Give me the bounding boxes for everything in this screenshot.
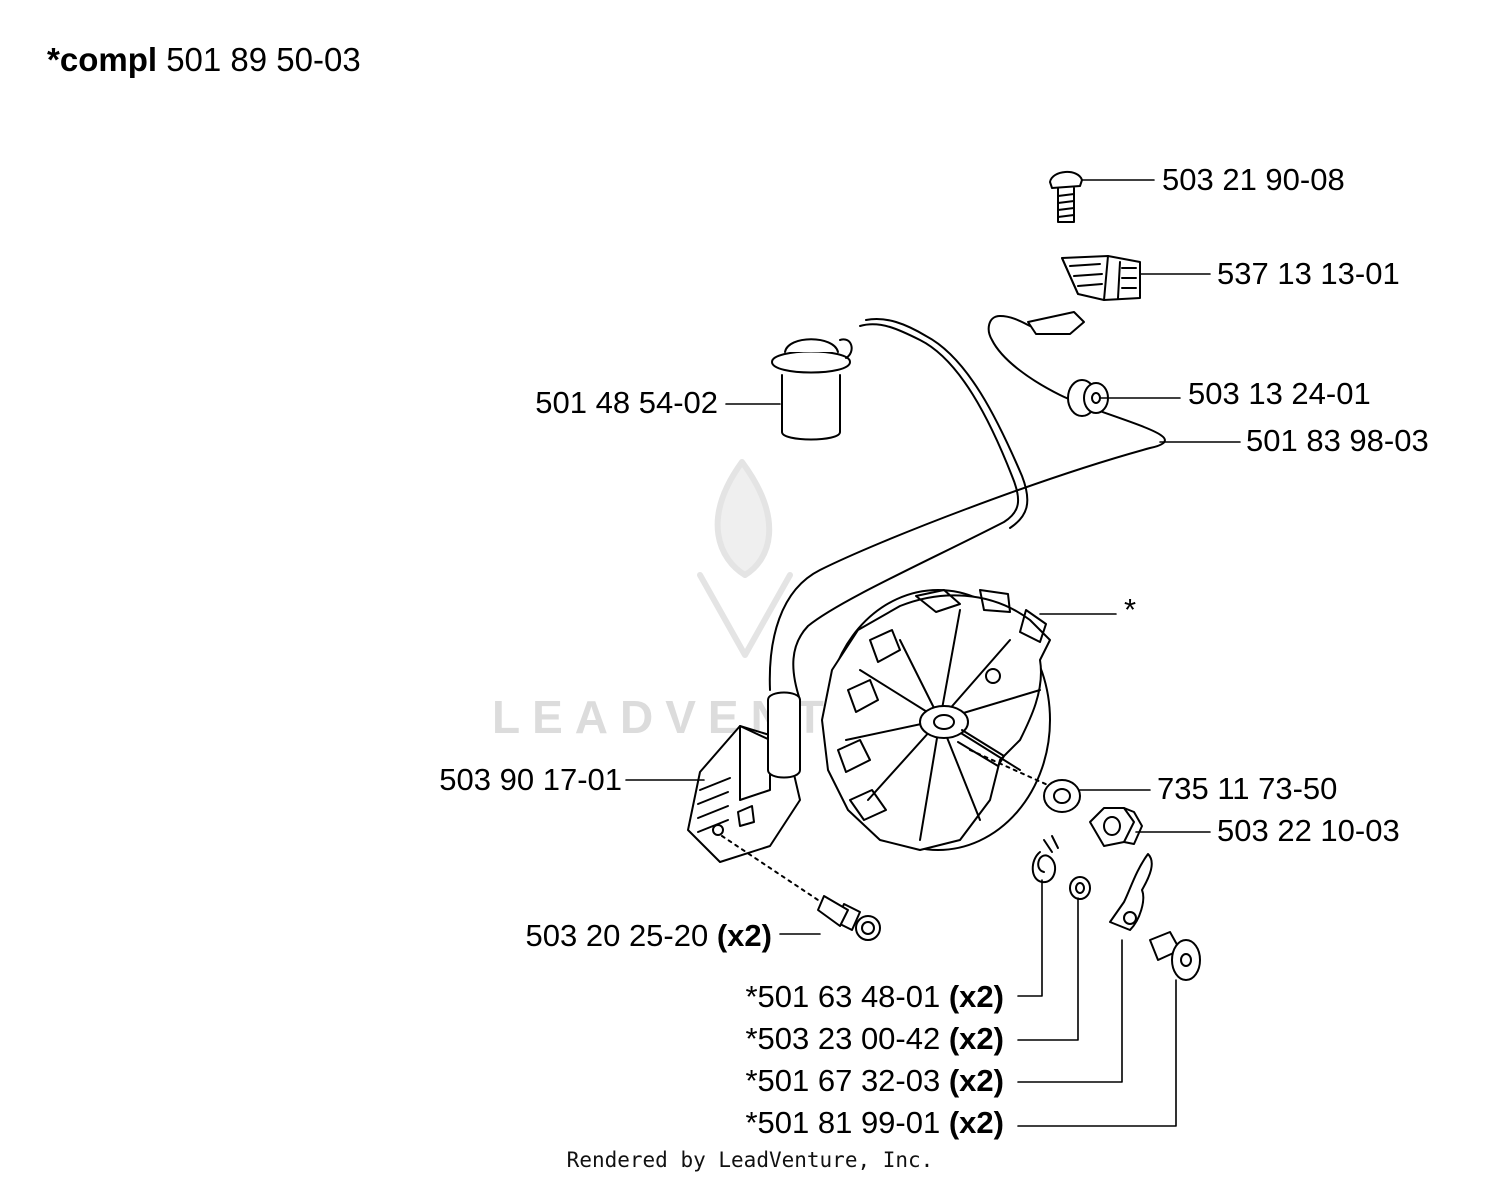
part-number: *501 63 48-01 — [745, 979, 941, 1014]
part-quantity: (x2) — [948, 1063, 1004, 1098]
part-number: 503 90 17-01 — [439, 762, 622, 797]
bolt-icon[interactable] — [721, 835, 881, 941]
part-number: *503 23 00-42 — [745, 1021, 941, 1056]
spark-plug-cap-icon[interactable] — [771, 338, 853, 441]
leader-lines — [625, 179, 1241, 1127]
small-washer-icon[interactable] — [1069, 876, 1091, 900]
part-label[interactable]: 501 83 98-03 — [1246, 423, 1429, 459]
part-number: 503 21 90-08 — [1162, 162, 1345, 197]
part-label[interactable]: 501 48 54-02 — [470, 385, 718, 421]
grommet-icon[interactable] — [1067, 379, 1109, 417]
assembly-part-number: 501 89 50-03 — [166, 41, 361, 78]
part-label[interactable]: *501 81 99-01 (x2) — [640, 1105, 1004, 1141]
part-quantity: (x2) — [948, 1105, 1004, 1140]
part-label[interactable]: 503 21 90-08 — [1162, 162, 1345, 198]
part-number: *501 67 32-03 — [745, 1063, 941, 1098]
pawl-icon[interactable] — [1109, 853, 1153, 931]
part-label[interactable]: 503 13 24-01 — [1188, 376, 1371, 412]
part-number: * — [1124, 592, 1137, 627]
screw-icon[interactable] — [1049, 171, 1083, 223]
washer-icon[interactable] — [969, 749, 1081, 813]
part-label[interactable]: *501 63 48-01 (x2) — [640, 979, 1004, 1015]
nut-icon[interactable] — [1089, 807, 1143, 847]
watermark-logo — [697, 459, 793, 658]
part-number: 503 22 10-03 — [1217, 813, 1400, 848]
part-number: 503 20 25-20 — [525, 918, 709, 953]
assembly-title: *compl 501 89 50-03 — [47, 40, 361, 80]
part-number: *501 81 99-01 — [745, 1105, 941, 1140]
part-label[interactable]: 735 11 73-50 — [1157, 771, 1337, 807]
part-label[interactable]: 537 13 13-01 — [1217, 256, 1400, 292]
part-label[interactable]: *501 67 32-03 (x2) — [640, 1063, 1004, 1099]
part-label[interactable]: 503 22 10-03 — [1217, 813, 1400, 849]
part-number: 537 13 13-01 — [1217, 256, 1400, 291]
part-number: 735 11 73-50 — [1157, 771, 1338, 806]
switch-icon[interactable] — [1061, 255, 1141, 301]
spring-icon[interactable] — [1031, 835, 1059, 884]
ignition-module-icon[interactable] — [687, 691, 801, 863]
footer-credit: Rendered by LeadVenture, Inc. — [566, 1148, 934, 1172]
part-quantity: (x2) — [716, 918, 772, 953]
part-label[interactable]: 503 90 17-01 — [370, 762, 622, 798]
pin-icon[interactable] — [1149, 931, 1201, 981]
part-label[interactable]: * — [1124, 592, 1136, 628]
part-quantity: (x2) — [948, 1021, 1004, 1056]
part-number: 501 83 98-03 — [1246, 423, 1429, 458]
part-label[interactable]: *503 23 00-42 (x2) — [640, 1021, 1004, 1057]
part-number: 501 48 54-02 — [535, 385, 718, 420]
part-number: 503 13 24-01 — [1188, 376, 1371, 411]
part-label[interactable]: 503 20 25-20 (x2) — [440, 918, 772, 954]
flywheel-icon[interactable] — [821, 589, 1051, 851]
part-quantity: (x2) — [948, 979, 1004, 1014]
assembly-prefix: *compl — [47, 41, 158, 78]
ignition-wire-icon — [768, 311, 1166, 701]
